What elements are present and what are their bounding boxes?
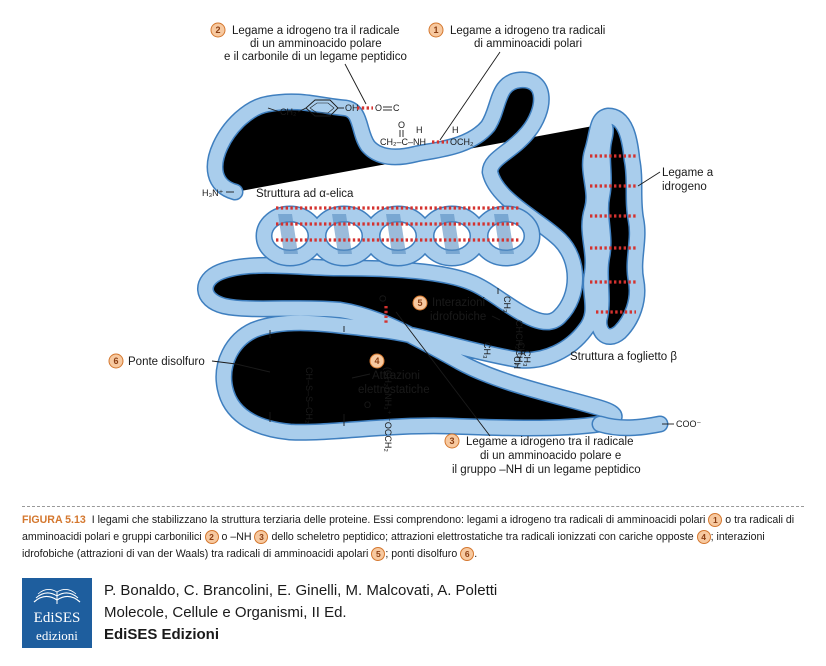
callout-4: 4 Attrazioni elettrostatiche: [351, 353, 430, 396]
svg-text:di un amminoacido polare e: di un amminoacido polare e: [480, 450, 621, 462]
svg-text:Legame a idrogeno tra il radic: Legame a idrogeno tra il radicale: [466, 436, 634, 448]
svg-text:Ponte disolfuro: Ponte disolfuro: [128, 356, 205, 368]
svg-text:il gruppo –NH di un legame pep: il gruppo –NH di un legame peptidico: [452, 464, 641, 476]
co-c: C: [393, 103, 400, 113]
book-title: Molecole, Cellule e Organismi, II Ed.: [104, 604, 347, 621]
svg-text:e il carbonile di un legame pe: e il carbonile di un legame peptidico: [224, 51, 407, 63]
n-terminus: H₃N⁺: [202, 188, 224, 198]
callout-3: 3 Legame a idrogeno tra il radicale di u…: [395, 311, 641, 476]
alpha-helix: [255, 205, 541, 267]
book-icon: [33, 589, 81, 604]
svg-text:CH₃: CH₃: [516, 342, 526, 359]
carbonyl-o: O: [378, 295, 388, 302]
figure-number: FIGURA 5.13: [22, 514, 86, 526]
svg-text:CH: CH: [512, 356, 522, 369]
svg-text:CH₃: CH₃: [522, 350, 532, 367]
caption-num-2: 2: [204, 530, 219, 545]
svg-text:Legame a idrogeno tra radicali: Legame a idrogeno tra radicali: [450, 25, 605, 37]
publisher-block: EdiSES edizioni P. Bonaldo, C. Brancolin…: [22, 578, 802, 658]
svg-text:1: 1: [433, 25, 438, 35]
caption-num-1: 1: [708, 513, 723, 528]
logo-sub: edizioni: [36, 628, 78, 643]
co-o: O: [375, 103, 382, 113]
svg-text:Legame a: Legame a: [662, 167, 714, 179]
ss-chain: CH–S–S–CH₂: [304, 367, 314, 424]
amide-o: O: [398, 120, 405, 130]
protein-ribbon: [205, 80, 669, 432]
svg-text:idrofobiche: idrofobiche: [430, 311, 486, 323]
och2-h: H: [452, 125, 459, 135]
tyrosine-side-chain: CH₂ OH O C: [267, 99, 400, 117]
svg-text:CH₃: CH₃: [502, 296, 512, 313]
hbond-label: Legame a idrogeno: [637, 167, 714, 193]
caption-num-6: 6: [460, 547, 475, 562]
salt-o: O: [364, 400, 371, 410]
svg-text:5: 5: [417, 298, 422, 308]
caption-num-4: 4: [696, 530, 711, 545]
svg-text:idrogeno: idrogeno: [662, 181, 707, 193]
svg-text:CHCH₂CH₂: CHCH₂CH₂: [514, 320, 524, 366]
callout-5: 5 Interazioni idrofobiche: [412, 295, 501, 323]
beta-sheet-label: Struttura a foglietto β: [570, 351, 677, 363]
publisher-logo: EdiSES edizioni: [22, 578, 92, 648]
amide-h: H: [416, 125, 423, 135]
caption-num-3: 3: [254, 530, 269, 545]
tyr-oh: OH: [345, 103, 359, 113]
caption-divider: [22, 506, 804, 507]
svg-text:elettrostatiche: elettrostatiche: [358, 384, 430, 396]
caption-num-5: 5: [371, 547, 386, 562]
disulfide-bridge: CH–S–S–CH₂: [269, 330, 314, 424]
callout-1: 1 Legame a idrogeno tra radicali di ammi…: [428, 22, 605, 141]
hydrophobic-groups: CH₃ CHCH₂CH₂ CH₃ CH₃ CH CH₃: [482, 288, 532, 369]
publisher-name: EdiSES Edizioni: [104, 626, 220, 643]
svg-text:di amminoacidi polari: di amminoacidi polari: [474, 38, 582, 50]
svg-text:4: 4: [374, 356, 379, 366]
och2: OCH₂: [450, 137, 474, 147]
logo-name: EdiSES: [33, 610, 81, 626]
amide-chain: CH₂–C–NH: [380, 137, 426, 147]
alpha-helix-label: Struttura ad α-elica: [256, 188, 354, 200]
salt-bridge-chain: (CH₂)₄NH₃⁺ ⁻OCCH₂: [383, 367, 393, 452]
beta-sheet-hbonds: [590, 154, 636, 314]
svg-text:Interazioni: Interazioni: [432, 297, 485, 309]
c-terminus: COO⁻: [676, 419, 702, 429]
amide-hbond-group: CH₂–C–NH O H H OCH₂: [380, 120, 474, 147]
salt-bridge: (CH₂)₄NH₃⁺ ⁻OCCH₂ O: [343, 326, 393, 452]
svg-text:3: 3: [449, 436, 454, 446]
tyr-ch2: CH₂: [280, 107, 297, 117]
book-authors: P. Bonaldo, C. Brancolini, E. Ginelli, M…: [104, 582, 498, 599]
svg-text:Attrazioni: Attrazioni: [372, 370, 420, 382]
svg-text:CH₃: CH₃: [482, 342, 492, 359]
svg-text:2: 2: [215, 25, 220, 35]
svg-text:Legame a idrogeno tra il radic: Legame a idrogeno tra il radicale: [232, 25, 400, 37]
protein-tertiary-structure-diagram: CH₂ OH O C CH₂–C–NH O H H OCH₂ O CH–S–S–…: [108, 22, 714, 476]
callout-2: 2 Legame a idrogeno tra il radicale di u…: [210, 22, 407, 105]
svg-text:di un amminoacido polare: di un amminoacido polare: [250, 38, 382, 50]
callout-6: 6 Ponte disolfuro: [108, 353, 271, 373]
svg-text:6: 6: [113, 356, 118, 366]
carbonyl-hbond: O: [378, 295, 388, 324]
